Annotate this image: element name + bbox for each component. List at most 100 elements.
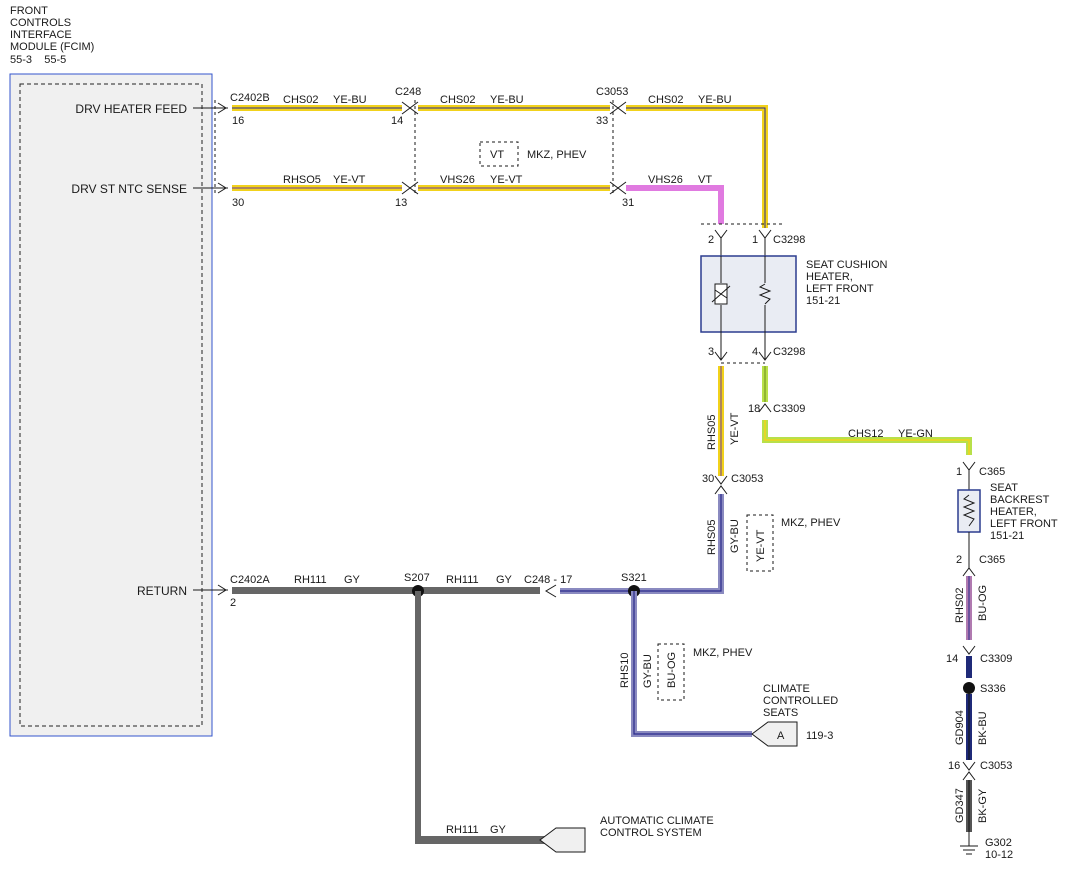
c2402b-pin2: 30: [232, 197, 244, 209]
option-mkz-phev-2: MKZ, PHEV: [781, 517, 841, 529]
c3309-a-label: C3309: [773, 403, 805, 415]
wire-chs02-b-circuit: CHS02: [440, 94, 475, 106]
module-title-line-2: CONTROLS: [10, 17, 71, 29]
wire-rhs05-v2-color: GY-BU: [729, 519, 741, 553]
splice-s336-label: S336: [980, 683, 1006, 695]
seat-cushion-line-2: HEATER,: [806, 271, 853, 283]
c248-top-label: C248: [395, 86, 421, 98]
climate-seats-line-2: CONTROLLED: [763, 695, 838, 707]
c3298-pin-3: 3: [708, 346, 714, 358]
c2402b-pin: 16: [232, 115, 244, 127]
seat-backrest-line-2: BACKREST: [990, 494, 1050, 506]
c248-top-pin1: 14: [391, 115, 403, 127]
thermistor-icon: [711, 283, 731, 305]
wire-rhs05-top: [232, 185, 402, 191]
seat-cushion-line-1: SEAT CUSHION: [806, 259, 888, 271]
c365-bottom-arrows: [962, 532, 976, 577]
module-title-line-1: FRONT: [10, 5, 48, 17]
module-refs: 55-3 55-5: [10, 54, 66, 66]
wire-chs02-top: [232, 105, 768, 228]
wire-rhs05-a-color: YE-VT: [333, 174, 366, 186]
wire-rh111-down: [415, 591, 548, 844]
climate-seats-connector-icon: [751, 721, 798, 747]
c3053-bottom-arrows: [962, 761, 976, 781]
wire-rh111-return: [232, 584, 636, 598]
wire-chs02-a-color: YE-BU: [333, 94, 367, 106]
wire-gd904: [966, 694, 972, 760]
ground-ref: 10-12: [985, 849, 1013, 861]
wire-rhs02-color: BU-OG: [977, 585, 989, 621]
wire-rhs05-gy-bu: [636, 494, 724, 594]
seat-backrest-line-5: 151-21: [990, 530, 1024, 542]
c2402b-label: C2402B: [230, 92, 270, 104]
c3298-top-label: C3298: [773, 234, 805, 246]
climate-seats-line-1: CLIMATE: [763, 683, 810, 695]
wire-vhs26-vt: [626, 185, 724, 224]
c3298-top-arrows: [714, 229, 772, 256]
ground-icon: [960, 832, 978, 855]
c2402a-label: C2402A: [230, 574, 270, 586]
wire-rh111-c-circuit: RH111: [446, 824, 479, 836]
c365-bottom-pin: 2: [956, 554, 962, 566]
wire-rh111-c-color: GY: [490, 824, 507, 836]
c3298-bottom-arrows: [714, 332, 772, 361]
wire-c3309-to-s336: [966, 656, 972, 678]
wire-rhs10-color: GY-BU: [642, 654, 654, 688]
wire-rhs05-v1-color: YE-VT: [729, 412, 741, 445]
wire-rhs02: [966, 576, 972, 640]
option-box-ye-vt: [746, 514, 774, 572]
c3053-top-pin1: 33: [596, 115, 608, 127]
wire-rhs05-v2-alt-color: YE-VT: [755, 529, 767, 562]
c3298-bottom-label: C3298: [773, 346, 805, 358]
wire-chs12-color: YE-GN: [898, 428, 933, 440]
wire-rh111-b-color: GY: [496, 574, 513, 586]
splice-s321-label: S321: [621, 572, 647, 584]
wire-gd904-color: BK-BU: [977, 711, 989, 745]
option-box-bu-og: [657, 643, 685, 701]
wire-rhs02-circuit: RHS02: [954, 588, 966, 623]
c3053-mid-arrows: [714, 475, 728, 495]
c2402a-pin: 2: [230, 597, 236, 609]
wire-rhs05-v1-circuit: RHS05: [706, 415, 718, 450]
wire-chs12-circuit: CHS12: [848, 428, 883, 440]
option-box-vt: [479, 141, 519, 167]
seat-cushion-line-3: LEFT FRONT: [806, 283, 874, 295]
module-title: FRONT CONTROLS INTERFACE MODULE (FCIM) 5…: [10, 5, 94, 66]
c3298-pin-2: 2: [708, 234, 714, 246]
wire-rh111-b-circuit: RH111: [446, 574, 479, 586]
c3309-b-pin: 14: [946, 653, 958, 665]
auto-climate-line-2: CONTROL SYSTEM: [600, 827, 702, 839]
climate-seats-line-3: SEATS: [763, 707, 798, 719]
seat-backrest-line-4: LEFT FRONT: [990, 518, 1058, 530]
wire-vhs26-b-color: VT: [698, 174, 712, 186]
auto-climate-line-1: AUTOMATIC CLIMATE: [600, 815, 714, 827]
ground-name: G302: [985, 837, 1012, 849]
c3309-b-arrows: [962, 645, 976, 655]
c3309-a-pin: 18: [748, 403, 760, 415]
option-vt-label: VT: [490, 149, 504, 161]
module-title-line-3: INTERFACE: [10, 29, 72, 41]
c248-top-pin2: 13: [395, 197, 407, 209]
wire-rhs05-v2-circuit: RHS05: [706, 520, 718, 555]
wire-gd347-color: BK-GY: [977, 788, 989, 823]
c3053-bottom-pin: 16: [948, 760, 960, 772]
wire-rhs05-vertical-ye-vt: [718, 366, 724, 476]
fcim-module-box: [9, 73, 213, 737]
pin-return: RETURN: [137, 584, 187, 598]
seat-cushion-line-4: 151-21: [806, 295, 840, 307]
c248-17-label: C248 - 17: [524, 574, 572, 586]
c365-top-label: C365: [979, 466, 1005, 478]
wire-chs02-b-color: YE-BU: [490, 94, 524, 106]
wire-rhs10-alt-color: BU-OG: [666, 652, 678, 688]
wire-gd347-circuit: GD347: [954, 788, 966, 823]
c365-bottom-label: C365: [979, 554, 1005, 566]
climate-seats-connector: A: [777, 730, 785, 742]
c3053-mid-label: C3053: [731, 473, 763, 485]
wire-chs02-c-circuit: CHS02: [648, 94, 683, 106]
fcim-module-inner-dashed: [19, 83, 203, 727]
auto-climate-connector-icon: [539, 827, 586, 853]
module-title-line-4: MODULE (FCIM): [10, 41, 94, 53]
wire-vhs26-b-circuit: VHS26: [648, 174, 683, 186]
wire-rh111-a-circuit: RH111: [294, 574, 327, 586]
